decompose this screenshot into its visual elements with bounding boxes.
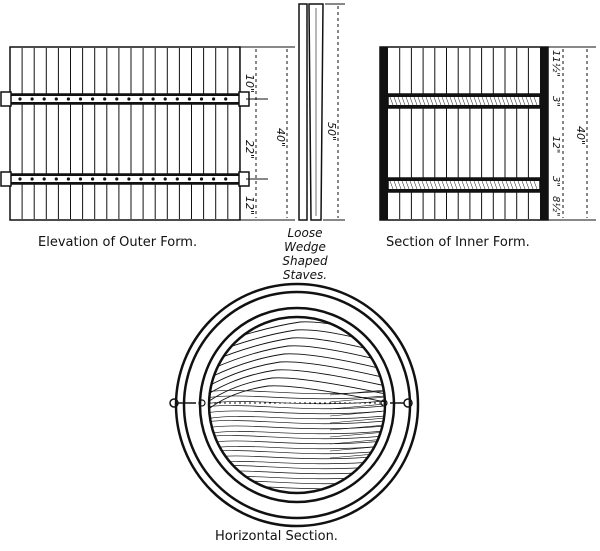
outer-form-band-lower (0, 171, 250, 187)
inner-form-outline (379, 46, 549, 221)
inner-dim-middle: 12" (550, 136, 561, 153)
inner-form-section (379, 46, 596, 221)
outer-ring-outer-edge (174, 282, 420, 528)
inner-dimension-lines (548, 46, 596, 221)
caption-staves-line-2: Shaped (282, 254, 328, 268)
outer-form-outline (9, 46, 241, 221)
inner-form-staves (399, 48, 529, 219)
clamp-right (380, 398, 413, 408)
clamp-left (169, 398, 206, 408)
inner-dim-upper: 3" (550, 96, 561, 107)
caption-staves-line-1: Loose Wedge (284, 226, 326, 254)
outer-dim-middle: 22" (243, 140, 256, 159)
band-clamp-left (0, 91, 12, 107)
inner-dim-top: 11½" (550, 50, 562, 77)
wedge-stave (298, 3, 345, 221)
inner-dim-bottom: 8½" (550, 196, 562, 217)
caption-horizontal-section: Horizontal Section. (215, 529, 338, 544)
band-clamp-left (0, 171, 12, 187)
inner-form-left-edge (380, 47, 388, 220)
stave-side-view (298, 3, 308, 221)
outer-dim-bottom: 12" (243, 196, 256, 215)
caption-inner-form: Section of Inner Form. (386, 235, 530, 250)
stave-front-view (308, 3, 324, 221)
outer-dim-top: 10" (243, 74, 256, 93)
outer-form-band-upper (0, 91, 250, 107)
inner-form-ring-lower (387, 177, 541, 193)
caption-staves: Loose Wedge Shaped Staves. (270, 226, 340, 282)
inner-form-right-edge (540, 47, 548, 220)
horizontal-section (169, 282, 420, 528)
outer-form-elevation (0, 46, 295, 221)
outer-ring-inner-edge (182, 290, 412, 520)
outer-form-staves (21, 48, 241, 219)
inner-dim-overall: 40" (574, 126, 587, 145)
caption-outer-form: Elevation of Outer Form. (38, 235, 198, 250)
outer-dim-overall: 40" (274, 128, 287, 147)
stave-dim-overall: 50" (325, 122, 338, 141)
band-rivets-lower (18, 177, 228, 181)
band-rivets-upper (18, 97, 228, 101)
inner-ring-inner-edge (207, 315, 387, 495)
outer-dimension-lines (240, 46, 295, 221)
caption-staves-line-3: Staves. (282, 268, 328, 282)
inner-form-ring-upper (387, 93, 541, 109)
inner-dim-lower: 3" (550, 176, 561, 187)
